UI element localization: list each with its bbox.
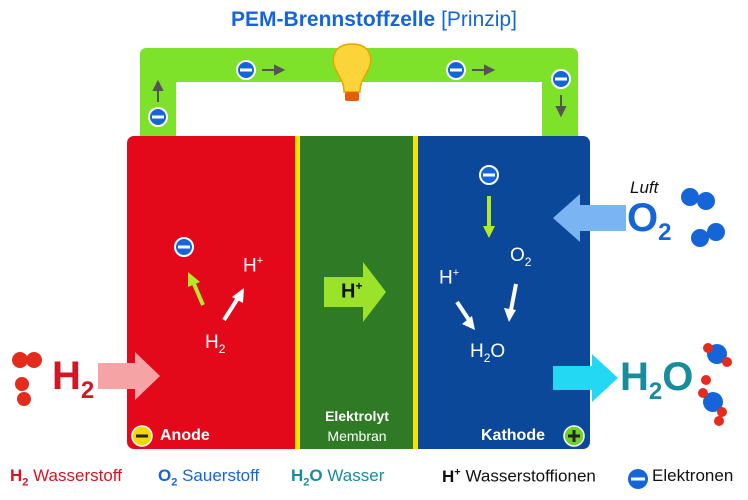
hydrogen-input-arrow-icon (98, 352, 160, 400)
hydrogen-input-label: H2 (52, 354, 95, 404)
arrowhead-icon (504, 308, 516, 322)
water-molecule-icon (703, 343, 732, 367)
anode-h2-label: H2 (205, 332, 226, 356)
title-main: PEM-Brennstoffzelle (231, 8, 436, 31)
legend-hydrogen-ions: H+ Wasserstoffionen (442, 466, 596, 486)
arrowhead-icon (188, 272, 200, 287)
arrowhead-icon (462, 316, 475, 330)
cathode-o2-label: O2 (510, 245, 532, 269)
arrow-up-icon (152, 79, 164, 102)
anode-compartment (127, 136, 298, 449)
legend-electron-icon (628, 469, 648, 489)
cathode-compartment (416, 136, 590, 449)
cathode-label: Kathode (481, 427, 545, 444)
proton-arrow-icon (455, 300, 471, 322)
proton-transfer-arrow-icon (324, 262, 386, 322)
air-input-arrow-icon (553, 194, 626, 242)
electrolyte-label: Elektrolyt (325, 408, 389, 424)
arrowhead-icon (232, 288, 244, 303)
legend-oxygen: O2 Sauerstoff (158, 466, 260, 489)
cathode-membrane-border (413, 136, 418, 449)
membrane-hplus-label: H+ (341, 279, 363, 303)
cathode-h2o-label: H2O (470, 341, 506, 365)
oxygen-arrow-icon (509, 283, 518, 311)
legend-hydrogen: H2 Wasserstoff (10, 466, 122, 489)
electron-icon (551, 69, 571, 89)
arrow-right-icon (262, 64, 286, 76)
arrow-right-icon (472, 64, 496, 76)
air-label: Luft (630, 178, 659, 197)
electron-icon (148, 107, 168, 127)
electron-icon (446, 60, 466, 80)
anode-label: Anode (160, 427, 210, 444)
electron-arrow-icon (192, 283, 205, 306)
legend-electrons: Elektronen (652, 466, 734, 485)
electron-icon (236, 60, 256, 80)
minus-polarity-icon (131, 425, 153, 447)
anode-membrane-border (295, 136, 300, 449)
oxygen-molecule-icon (691, 223, 725, 247)
title-subtitle: [Prinzip] (441, 8, 517, 31)
legend-water: H2O Wasser (291, 466, 385, 489)
electron-icon (174, 237, 194, 257)
hydrogen-molecule-icon (15, 377, 31, 406)
cathode-hplus-label: H+ (439, 267, 460, 289)
oxygen-molecule-icon (681, 188, 715, 210)
diagram-title: PEM-Brennstoffzelle [Prinzip] (0, 8, 748, 32)
hydrogen-molecule-icon (12, 352, 42, 368)
proton-arrow-icon (222, 296, 240, 322)
oxygen-input-label: O2 (627, 196, 672, 246)
water-molecule-icon (698, 388, 727, 417)
light-bulb-icon (332, 43, 372, 101)
water-molecule-icon (701, 375, 724, 426)
water-output-label: H2O (620, 355, 694, 405)
membrane-label: Membran (327, 428, 387, 444)
arrow-down-icon (555, 95, 567, 118)
electron-icon (479, 165, 499, 185)
anode-hplus-label: H+ (243, 255, 264, 277)
water-output-arrow-icon (553, 354, 618, 402)
plus-polarity-icon (563, 425, 585, 447)
arrowhead-icon (483, 226, 495, 238)
